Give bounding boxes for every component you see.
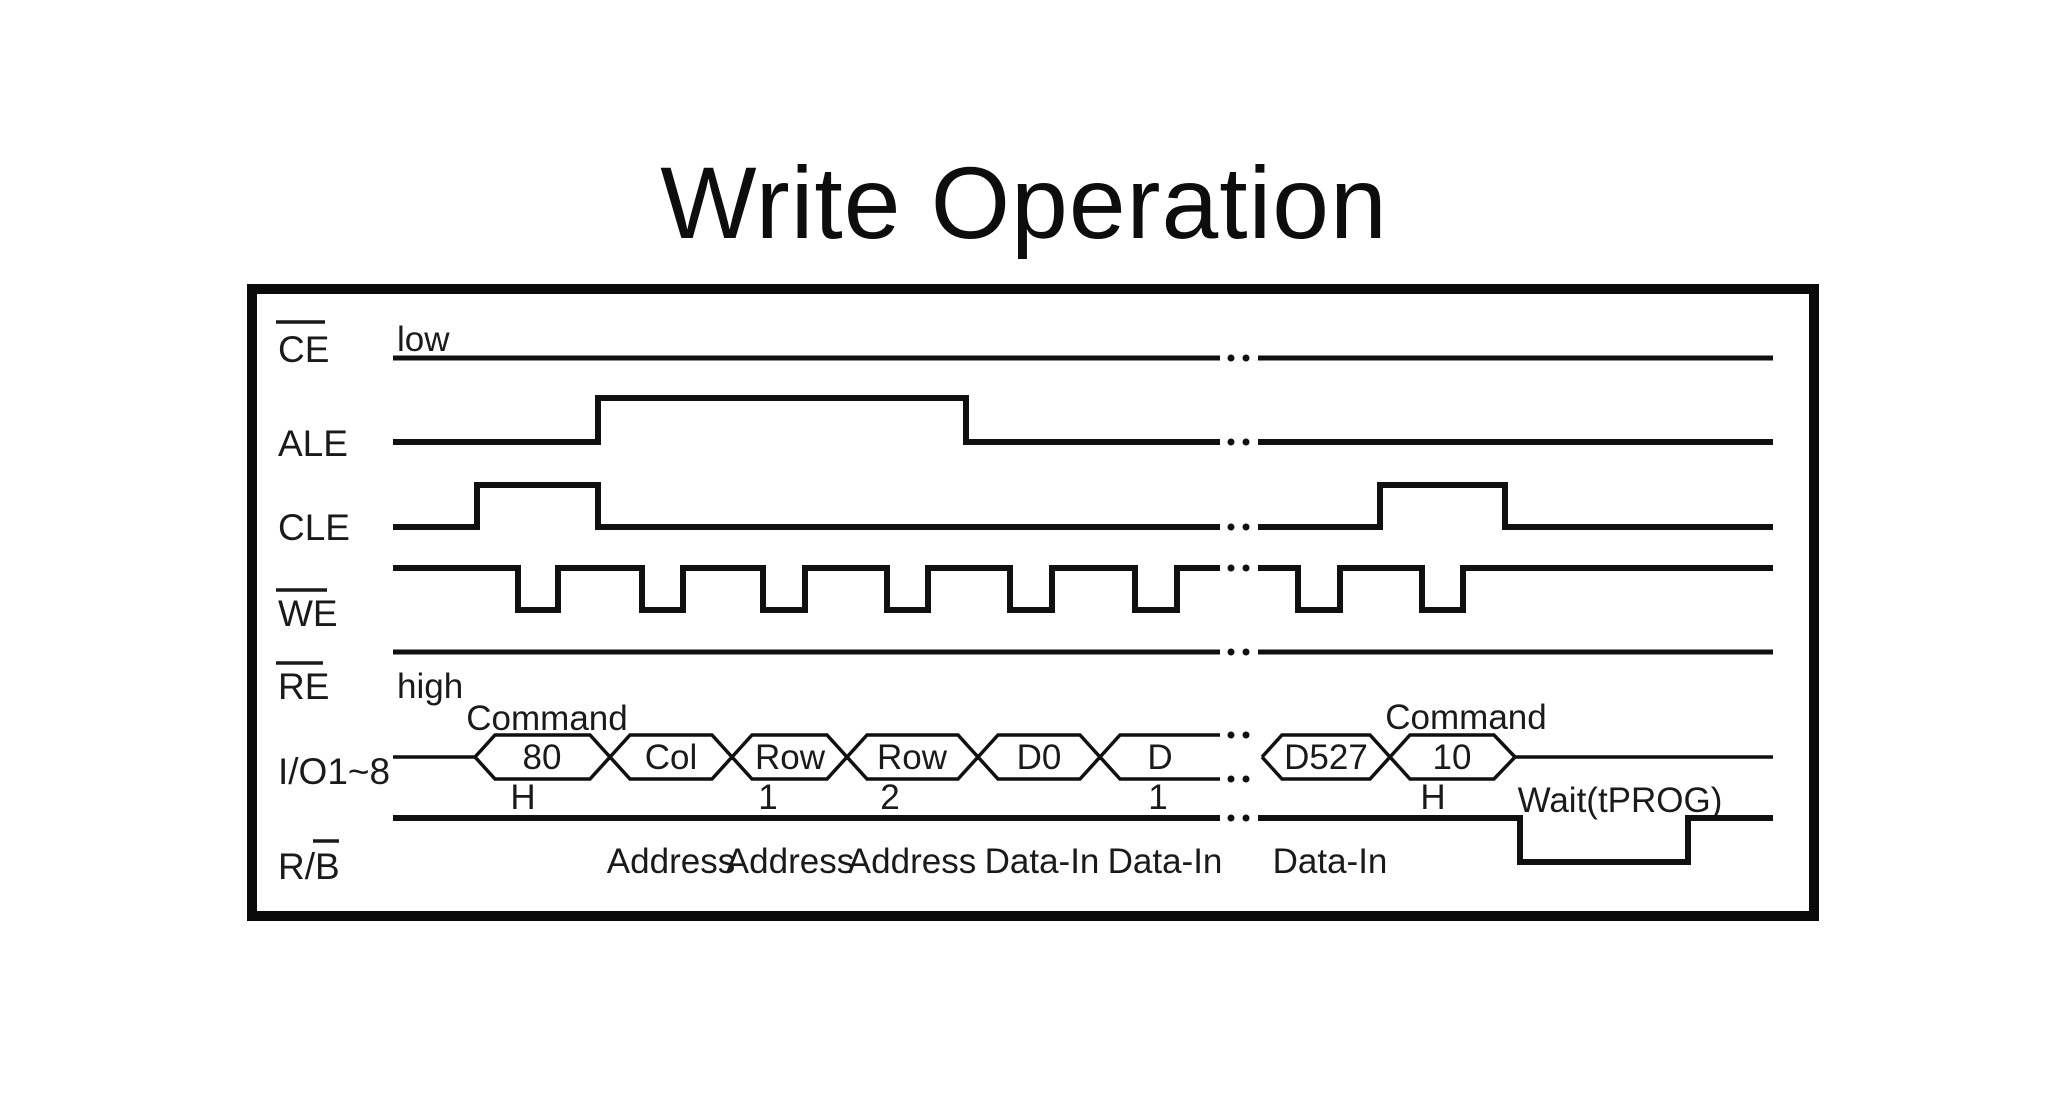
signal-label-ale: ALE	[278, 423, 348, 464]
signal-label-ce: CE	[278, 329, 329, 370]
ale-waveform	[393, 395, 1773, 445]
bus-value-80: 80	[523, 738, 562, 777]
bus-value-row1: Row	[755, 738, 826, 777]
signal-label-re: RE	[278, 666, 329, 707]
bus-sub-h2: H	[1420, 778, 1445, 817]
bus-value-col: Col	[645, 738, 698, 777]
signal-label-we: WE	[278, 593, 338, 634]
bus-value-d: D	[1147, 738, 1172, 777]
signal-row-ale: ALE	[278, 395, 1773, 464]
signal-row-ce: CE low	[276, 320, 1773, 370]
signal-label-io: I/O1~8	[278, 751, 390, 792]
cycle-label-datain-3: Data-In	[1273, 842, 1388, 881]
cycle-label-address-1: Address	[607, 842, 735, 881]
cle-waveform	[393, 482, 1773, 530]
command-label-right: Command	[1385, 698, 1546, 737]
cycle-label-datain-1: Data-In	[985, 842, 1100, 881]
signal-row-we: WE	[276, 565, 1773, 634]
bus-value-d0: D0	[1017, 738, 1062, 777]
io-bus-bottom-left	[473, 754, 1220, 781]
bus-sub-2: 2	[880, 778, 899, 817]
re-note: high	[397, 667, 463, 706]
signal-row-io: I/O1~8 Command Command 80 Col Row Row D0…	[278, 698, 1773, 817]
bus-value-d527: D527	[1284, 738, 1368, 777]
bus-sub-1a: 1	[758, 778, 777, 817]
command-label-left: Command	[466, 699, 627, 738]
signal-label-cle: CLE	[278, 507, 350, 548]
we-waveform	[393, 565, 1773, 613]
signal-label-rb: R/B	[278, 846, 340, 887]
signal-row-re: RE high	[276, 649, 1773, 707]
bus-sub-1b: 1	[1148, 778, 1167, 817]
cycle-labels: Address Address Address Data-In Data-In …	[607, 842, 1388, 881]
signal-row-rb: R/B Wait(tPROG)	[278, 781, 1773, 887]
io-bus-top-left	[473, 733, 1220, 760]
bus-value-row2: Row	[877, 738, 948, 777]
bus-sub-h1: H	[510, 778, 535, 817]
bus-value-10: 10	[1433, 738, 1472, 777]
ce-note: low	[397, 320, 450, 359]
signal-row-cle: CLE	[278, 482, 1773, 548]
wait-tprog-label: Wait(tPROG)	[1518, 781, 1723, 820]
page-title: Write Operation	[660, 146, 1388, 261]
cycle-label-address-3: Address	[848, 842, 976, 881]
cycle-label-address-2: Address	[726, 842, 854, 881]
io-bus-bottom-right	[1260, 754, 1517, 781]
diagram-border	[247, 284, 1819, 921]
rb-waveform	[393, 815, 1773, 865]
time-break-dots	[1227, 354, 1250, 822]
cycle-label-datain-2: Data-In	[1108, 842, 1223, 881]
